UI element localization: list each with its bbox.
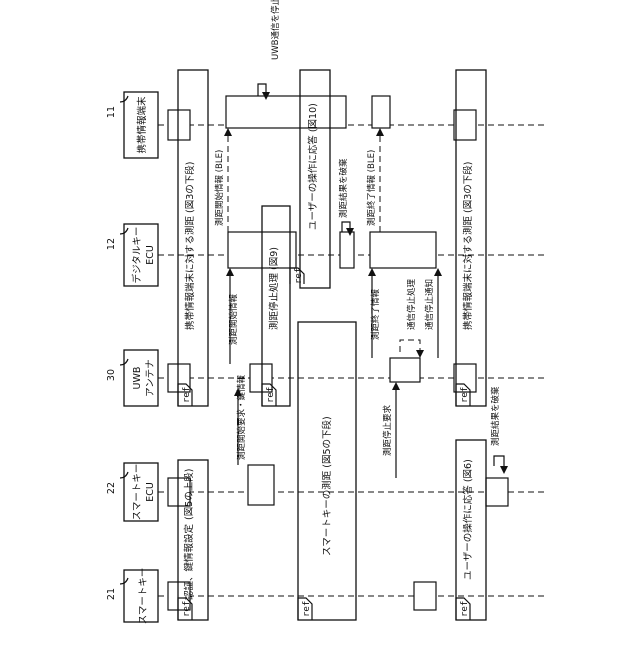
msg-comm-stop-process: 通信停止処理 [400,278,424,358]
frame-respond-fig10-text: ユーザーの操作に応答 (図10) [307,103,319,230]
frame-measure-portable-right-text: 携帯情報端末に対する測距 (図3の下段) [462,162,474,330]
msg-comm-stop-notice-arrow [434,268,442,276]
actor-30-name-2: アンテナ [145,359,156,397]
msg-discard-left-label: 測距結果を破棄 [490,386,501,446]
msg-start-info-ecu-label: 測距開始情報 [228,293,239,345]
msg-comm-stop-notice: 通信停止通知 [424,268,442,358]
frame-auth-key-fig: (図5の上段) [183,469,195,520]
activation-12-c [370,232,436,268]
frame-respond-fig6-text: ユーザーの操作に応答 (図6) [462,459,474,580]
actor-30-id: 30 [106,369,117,381]
msg-req-start-key: 測距開始要求・鍵情報 [234,374,247,465]
frame-respond-fig6: ユーザーの操作に応答 (図6) ref [456,440,486,620]
msg-end-info-ble-arrow [376,128,384,136]
activation-11-d [454,110,476,140]
msg-discard-right: 測距結果を破棄 [338,158,354,236]
actor-22: スマートキー ECU 22 [106,463,158,521]
msg-end-info-label: 測距終了情報 [370,288,381,340]
frame-auth-key-text: 認証、鍵情報設定 [183,523,195,600]
actor-12: デジタルキー ECU 12 [106,224,158,286]
activation-11-c [372,96,390,128]
frame-measure-portable-left-text: 携帯情報端末に対する測距 (図3の下段) [184,162,196,330]
msg-comm-stop-process-label: 通信停止処理 [406,278,417,330]
msg-comm-stop-process-arrow [416,350,424,358]
actor-21-id: 21 [106,588,117,600]
frame-measure-portable-left-ref: ref [182,387,192,403]
actor-12-id: 12 [106,238,117,250]
frame-measure-portable-right-ref: ref [460,387,470,403]
actor-11-id: 11 [106,106,117,118]
msg-stop-request-arrow [392,382,400,390]
msg-discard-left: 測距結果を破棄 [490,386,508,474]
msg-req-start-key-label: 測距開始要求・鍵情報 [236,374,247,460]
actor-22-name-2: ECU [145,482,156,502]
frame-stop-fig9-text: 測距停止処理 (図9) [268,247,280,330]
actor-30-name-1: UWB [132,367,143,390]
actor-21: スマートキー 21 [106,568,158,625]
msg-discard-left-arrow [500,466,508,474]
frame-measure-fig5: スマートキーの測距 (図5の下段) ref [298,322,356,620]
actor-12-name-2: ECU [145,245,156,265]
msg-discard-right-label: 測距結果を破棄 [338,158,349,218]
msg-stop-request: 測距停止要求 [382,382,400,478]
msg-stop-request-label: 測距停止要求 [382,404,393,456]
msg-start-info-ble-label: 測距開始情報 (BLE) [214,150,225,226]
activation-12-b [340,232,354,268]
frame-auth-key-ref: ref [182,601,192,617]
actor-30: UWB アンテナ 30 [106,350,158,406]
frame-measure-fig5-text: スマートキーの測距 (図5の下段) [321,416,333,556]
msg-uwb-stop-label: UWB通信を停止 [270,0,281,60]
msg-end-info-arrow [368,268,376,276]
activation-22-c [486,478,508,506]
msg-end-info-ble: 測距終了情報 (BLE) [366,128,384,232]
actor-12-name-1: デジタルキー [131,227,143,284]
msg-end-info-ble-label: 測距終了情報 (BLE) [366,150,377,226]
activation-22-b [248,465,274,505]
msg-start-info-ble-arrow [224,128,232,136]
actor-22-id: 22 [106,482,117,494]
actor-11: 携帯情報端末 11 [106,92,158,158]
activation-11-b [226,96,346,128]
actor-21-name: スマートキー [138,568,149,625]
activation-21-b [414,582,436,610]
frame-measure-fig5-ref: ref [302,601,312,617]
msg-start-info-ecu: 測距開始情報 [226,268,239,364]
activation-30-c [390,358,420,382]
frame-stop-fig9-ref: ref [266,387,276,403]
activation-11-a [168,110,190,140]
msg-end-info: 測距終了情報 [368,268,381,358]
msg-comm-stop-notice-label: 通信停止通知 [424,279,435,330]
msg-start-info-ble: 測距開始情報 (BLE) [214,128,232,232]
frame-respond-fig6-ref: ref [460,601,470,617]
msg-uwb-stop: UWB通信を停止 [258,0,281,100]
actor-22-name-1: スマートキー [132,464,143,521]
actor-11-name: 携帯情報端末 [136,96,148,154]
frame-stop-fig9-ref2: ref [294,268,304,284]
msg-start-info-ecu-arrow [226,268,234,276]
